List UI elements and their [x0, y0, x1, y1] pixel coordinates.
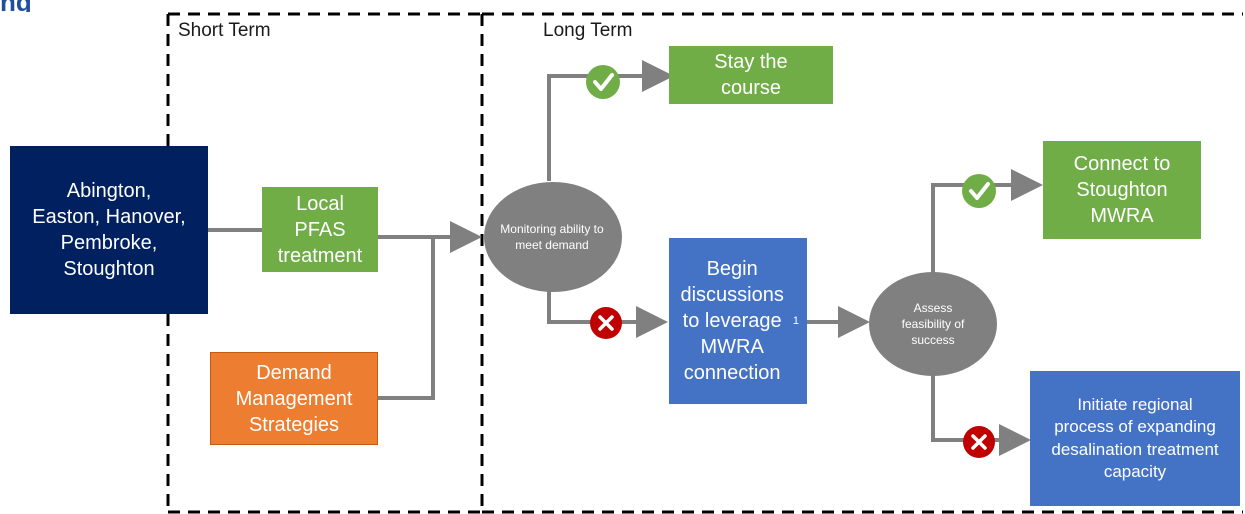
demand-to-merge-line — [378, 237, 435, 400]
assess-to-connect-line — [931, 169, 1043, 282]
initiate-box: Initiate regional process of expanding d… — [1030, 371, 1240, 506]
checkmark-icon — [586, 65, 620, 99]
connect-box: Connect to Stoughton MWRA — [1043, 141, 1201, 239]
footnote-marker: 1 — [792, 314, 799, 327]
towns-box: Abington, Easton, Hanover, Pembroke, Sto… — [10, 146, 208, 314]
stay-course-box: Stay the course — [669, 46, 833, 104]
heading-fragment: ng — [0, 0, 40, 12]
demand-management-box: Demand Management Strategies — [210, 352, 378, 445]
assess-label: Assess feasibility of success — [901, 300, 965, 348]
long-term-label: Long Term — [543, 20, 633, 41]
checkmark-icon — [962, 174, 996, 208]
short-term-label: Short Term — [178, 20, 271, 41]
cross-icon — [963, 426, 995, 458]
begin-discussions-label: Begin discussions to leverage MWRA conne… — [680, 258, 784, 384]
cross-icon — [590, 307, 622, 339]
monitoring-to-stay-line — [547, 60, 674, 181]
monitoring-label: Monitoring ability to meet demand — [500, 221, 604, 252]
local-pfas-box: Local PFAS treatment — [262, 187, 378, 272]
assess-decision-shape — [869, 272, 997, 376]
monitoring-decision-shape — [484, 182, 622, 292]
monitoring-to-discuss-line — [547, 291, 668, 338]
long-term-region-border — [480, 12, 1243, 514]
begin-discussions-box: Begin discussions to leverage MWRA conne… — [669, 238, 807, 404]
